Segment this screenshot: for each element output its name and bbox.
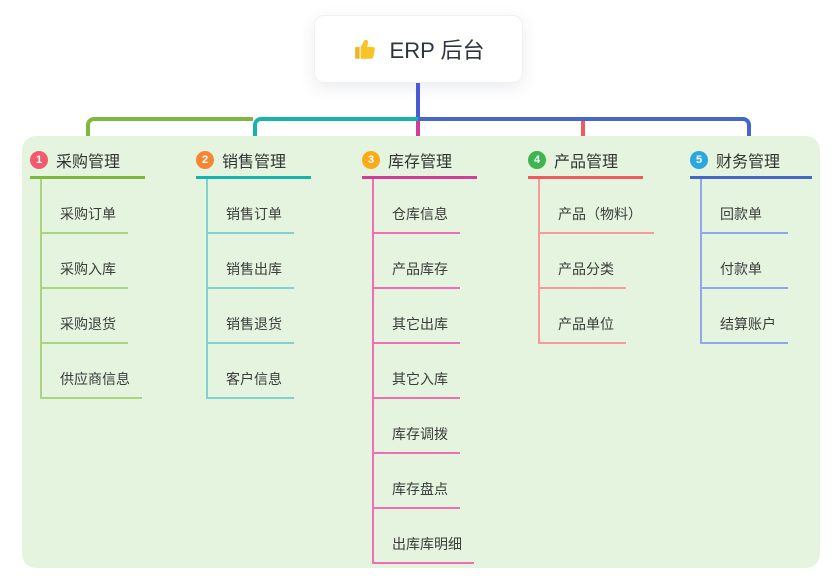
child-node[interactable]: 库存调拨 [374, 399, 460, 454]
child-node-label: 仓库信息 [392, 206, 448, 222]
connector-branch-5 [418, 117, 751, 148]
child-node-label: 库存调拨 [392, 426, 448, 442]
child-node[interactable]: 其它出库 [374, 289, 460, 344]
child-node-label: 采购入库 [60, 261, 116, 277]
branch-label: 财务管理 [716, 154, 781, 171]
child-node[interactable]: 出库库明细 [374, 509, 474, 564]
branch-sales: 2 销售管理 销售订单销售出库销售退货客户信息 [196, 150, 311, 399]
child-node-label: 产品（物料） [558, 206, 642, 222]
child-node[interactable]: 库存盘点 [374, 454, 460, 509]
child-node[interactable]: 销售退货 [208, 289, 294, 344]
connector-branch-3 [416, 121, 420, 148]
child-node[interactable]: 结算账户 [702, 289, 788, 344]
child-node-label: 供应商信息 [60, 371, 130, 387]
child-node-label: 回款单 [720, 206, 762, 222]
child-node-label: 付款单 [720, 261, 762, 277]
root-node[interactable]: ERP 后台 [314, 15, 523, 83]
child-node-label: 产品库存 [392, 261, 448, 277]
branch-number-badge: 4 [528, 151, 546, 169]
child-node-label: 采购退货 [60, 316, 116, 332]
child-node[interactable]: 产品单位 [540, 289, 626, 344]
root-label: ERP 后台 [389, 38, 485, 63]
branch-children: 回款单付款单结算账户 [700, 179, 788, 344]
child-node-label: 其它出库 [392, 316, 448, 332]
thumbs-up-icon [354, 39, 375, 59]
branch-purchase: 1 采购管理 采购订单采购入库采购退货供应商信息 [30, 150, 145, 399]
child-node[interactable]: 仓库信息 [374, 179, 460, 234]
branch-label: 销售管理 [222, 154, 287, 171]
branch-label: 采购管理 [56, 154, 121, 171]
child-node-label: 销售退货 [226, 316, 282, 332]
branch-number-badge: 1 [30, 151, 48, 169]
branch-finance: 5 财务管理 回款单付款单结算账户 [690, 150, 812, 344]
child-node-label: 客户信息 [226, 371, 282, 387]
child-node[interactable]: 产品分类 [540, 234, 626, 289]
child-node[interactable]: 客户信息 [208, 344, 294, 399]
child-node-label: 产品分类 [558, 261, 614, 277]
child-node[interactable]: 其它入库 [374, 344, 460, 399]
branch-product: 4 产品管理 产品（物料） 产品分类产品单位 [528, 150, 654, 344]
branch-heading[interactable]: 4 产品管理 [528, 150, 643, 179]
branch-inventory: 3 库存管理 仓库信息产品库存其它出库其它入库库存调拨库存盘点出库库明细 [362, 150, 477, 564]
branch-children: 销售订单销售出库销售退货客户信息 [206, 179, 294, 399]
trunk-line [416, 83, 420, 121]
branch-label: 库存管理 [388, 154, 453, 171]
child-node-label: 出库库明细 [392, 536, 462, 552]
child-node-label: 库存盘点 [392, 481, 448, 497]
child-node[interactable]: 采购退货 [42, 289, 128, 344]
child-node[interactable]: 产品（物料） [540, 179, 654, 234]
child-node[interactable]: 回款单 [702, 179, 788, 234]
child-node[interactable]: 销售订单 [208, 179, 294, 234]
child-node[interactable]: 采购入库 [42, 234, 128, 289]
branch-children: 仓库信息产品库存其它出库其它入库库存调拨库存盘点出库库明细 [372, 179, 474, 564]
branch-heading[interactable]: 3 库存管理 [362, 150, 477, 179]
branch-heading[interactable]: 1 采购管理 [30, 150, 145, 179]
child-node-label: 结算账户 [720, 316, 776, 332]
child-node-label: 采购订单 [60, 206, 116, 222]
mindmap-panel [22, 136, 820, 568]
child-node-label: 销售订单 [226, 206, 282, 222]
branch-heading[interactable]: 5 财务管理 [690, 150, 812, 179]
branch-label: 产品管理 [554, 154, 619, 171]
branch-children: 采购订单采购入库采购退货供应商信息 [40, 179, 142, 399]
child-node[interactable]: 采购订单 [42, 179, 128, 234]
connector-branch-1 [86, 117, 253, 148]
connector-branch-2 [253, 117, 418, 148]
child-node-label: 产品单位 [558, 316, 614, 332]
child-node[interactable]: 供应商信息 [42, 344, 142, 399]
branch-heading[interactable]: 2 销售管理 [196, 150, 311, 179]
connector-branch-4 [581, 121, 585, 148]
branch-children: 产品（物料） 产品分类产品单位 [538, 179, 654, 344]
child-node[interactable]: 销售出库 [208, 234, 294, 289]
child-node[interactable]: 产品库存 [374, 234, 460, 289]
branch-number-badge: 5 [690, 151, 708, 169]
child-node-label: 其它入库 [392, 371, 448, 387]
branch-number-badge: 3 [362, 151, 380, 169]
child-node-label: 销售出库 [226, 261, 282, 277]
child-node[interactable]: 付款单 [702, 234, 788, 289]
branch-number-badge: 2 [196, 151, 214, 169]
